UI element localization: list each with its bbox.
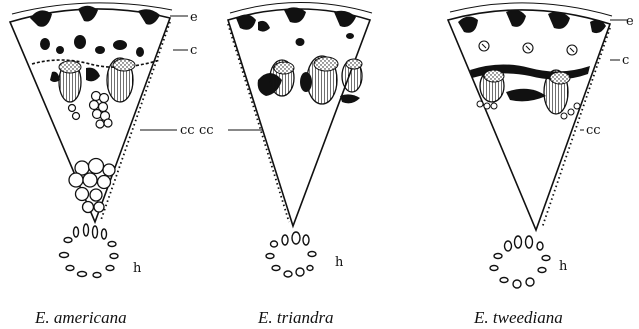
label-cc-triandra: cc: [199, 123, 214, 138]
vascular-bundle: [107, 58, 135, 102]
label-cc-americana: cc: [180, 123, 195, 138]
ring-triandra: [266, 232, 316, 277]
label-h-tweediana: h: [559, 259, 568, 274]
label-e-americana: e: [190, 10, 198, 25]
caption-triandra: E. triandra: [257, 308, 334, 327]
label-e-tweediana: e: [626, 14, 634, 29]
label-c-americana: c: [190, 43, 197, 58]
wedge-triandra: [228, 3, 372, 227]
label-h-triandra: h: [335, 255, 344, 270]
wedge-tweediana: [448, 3, 628, 230]
label-cc-tweediana: cc: [586, 123, 601, 138]
caption-americana: E. americana: [34, 308, 127, 327]
label-h-americana: h: [133, 261, 142, 276]
ring-tweediana: [490, 236, 550, 288]
vascular-bundle: [59, 61, 81, 102]
wedge-americana: [10, 3, 188, 222]
label-c-tweediana: c: [622, 53, 629, 68]
ring-americana: [60, 224, 119, 278]
caption-tweediana: E. tweediana: [473, 308, 563, 327]
